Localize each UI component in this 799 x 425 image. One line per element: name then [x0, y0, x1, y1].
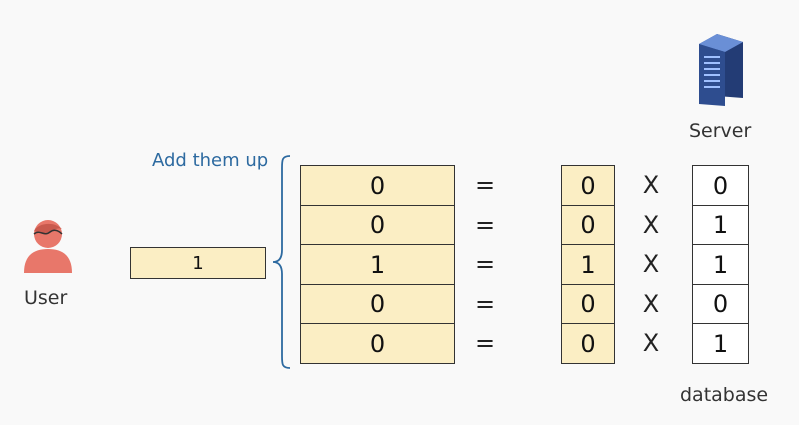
equals-sign: = [474, 289, 496, 318]
database-cell: 1 [692, 204, 749, 246]
multiply-sign: X [642, 329, 660, 358]
sum-cell: 0 [300, 283, 455, 325]
server-label: Server [689, 120, 752, 142]
user-label: User [24, 287, 68, 309]
sum-cell: 0 [300, 323, 455, 365]
sum-cell: 0 [300, 165, 455, 207]
server-icon [699, 34, 743, 106]
equals-sign: = [474, 171, 496, 199]
equals-sign: = [474, 329, 496, 358]
query-value-cell: 1 [130, 247, 266, 279]
query-bit-cell: 0 [561, 283, 615, 325]
database-label: database [680, 384, 769, 406]
query-bit-cell: 0 [561, 204, 615, 246]
equals-sign: = [474, 210, 496, 239]
user-icon [24, 220, 72, 273]
database-cell: 0 [692, 165, 749, 207]
database-cell: 1 [692, 244, 749, 286]
sum-cell: 0 [300, 204, 455, 246]
equals-sign: = [474, 250, 496, 279]
query-bit-cell: 1 [561, 244, 615, 286]
query-bit-cell: 0 [561, 165, 615, 207]
database-cell: 1 [692, 323, 749, 365]
database-cell: 0 [692, 283, 749, 325]
add-them-up-label: Add them up [152, 150, 269, 171]
multiply-sign: X [642, 250, 660, 279]
multiply-sign: X [642, 171, 660, 199]
curly-brace [272, 155, 291, 369]
query-bit-cell: 0 [561, 323, 615, 365]
multiply-sign: X [642, 289, 660, 318]
multiply-sign: X [642, 210, 660, 239]
sum-cell: 1 [300, 244, 455, 286]
